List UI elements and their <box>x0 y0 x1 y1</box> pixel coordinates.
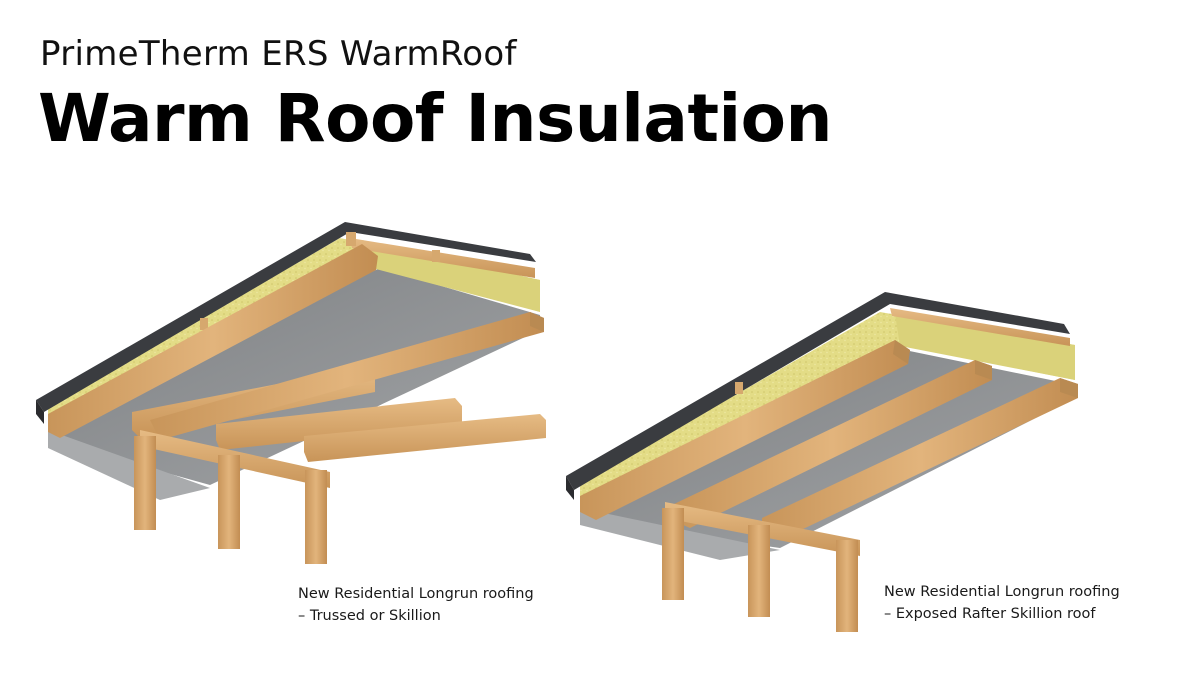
diagram-exposed-rafter <box>566 292 1078 632</box>
caption-line: New Residential Longrun roofing <box>298 586 534 602</box>
caption-line: – Exposed Rafter Skillion roof <box>884 606 1096 622</box>
post <box>218 455 240 549</box>
purlin-block <box>200 318 208 330</box>
purlin-block <box>346 232 356 246</box>
post <box>836 540 858 632</box>
post <box>748 525 770 617</box>
caption-line: New Residential Longrun roofing <box>884 584 1120 600</box>
rafter-end <box>893 340 910 364</box>
roofing-edge <box>36 400 44 424</box>
post <box>305 470 327 564</box>
rafter <box>304 414 546 462</box>
longrun-roofing-sheet <box>566 292 1070 490</box>
insulation-end <box>362 240 540 312</box>
product-subtitle: PrimeTherm ERS WarmRoof <box>40 34 517 74</box>
purlin-block <box>432 250 440 262</box>
post <box>662 508 684 600</box>
rafter <box>580 340 910 520</box>
top-rafter <box>48 244 378 438</box>
strut <box>150 312 544 440</box>
rafter <box>762 378 1078 540</box>
rafter <box>216 398 462 450</box>
caption-line: – Trussed or Skillion <box>298 608 441 624</box>
roofing-edge <box>566 476 574 500</box>
longrun-roofing-sheet <box>36 222 536 412</box>
insulation-layer <box>580 312 1075 502</box>
rafter <box>672 360 992 528</box>
rafter-end <box>975 360 992 380</box>
purlin-block <box>735 382 743 394</box>
post <box>134 436 156 530</box>
purlin <box>890 308 1070 346</box>
purlin <box>350 238 535 278</box>
rafter-end <box>1060 378 1078 398</box>
insulation-layer <box>48 238 540 425</box>
page-title: Warm Roof Insulation <box>38 80 832 157</box>
insulation-end <box>895 314 1075 380</box>
diagram-trussed <box>36 222 546 564</box>
rafter-end <box>530 312 544 332</box>
ceiling-lining <box>48 430 210 500</box>
caption-trussed: New Residential Longrun roofing – Trusse… <box>298 583 534 627</box>
caption-exposed-rafter: New Residential Longrun roofing – Expose… <box>884 581 1120 625</box>
